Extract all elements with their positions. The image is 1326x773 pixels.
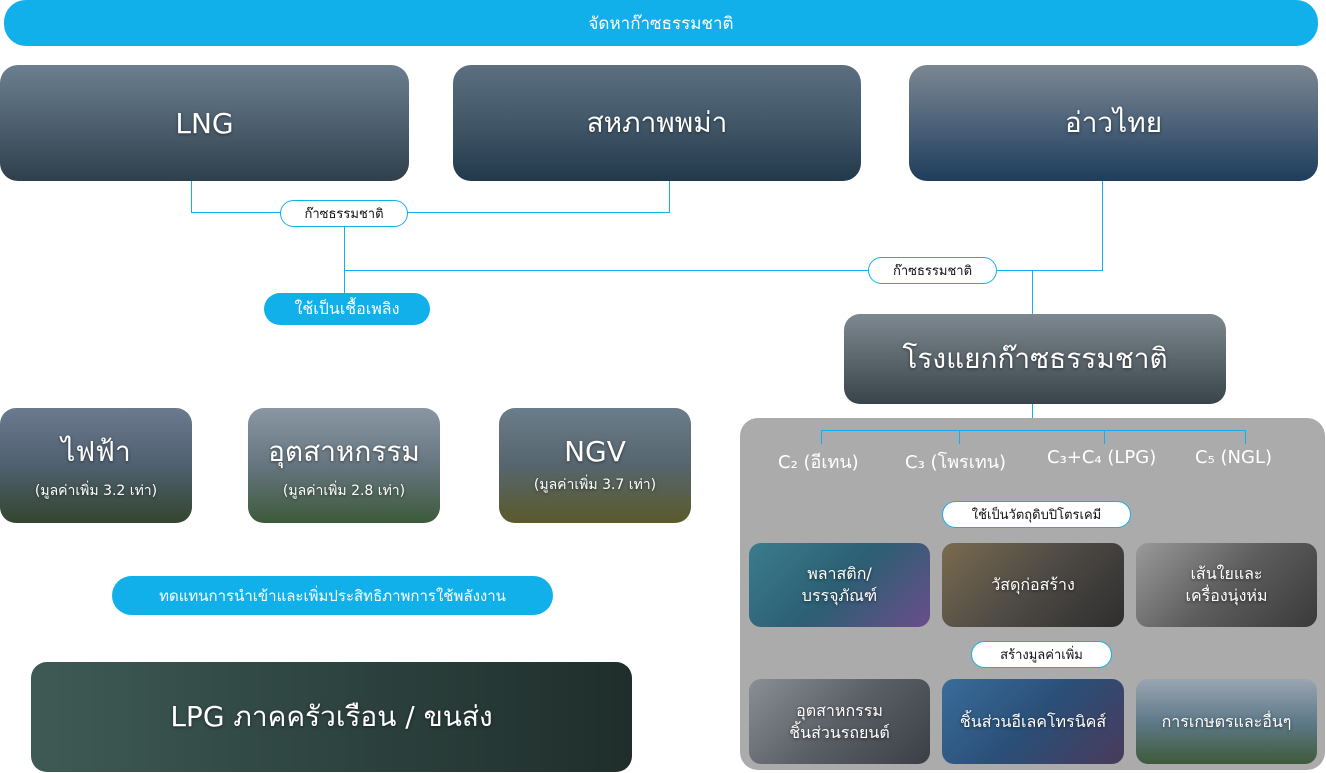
source-lng: LNG	[0, 65, 409, 181]
ngv-label: NGV	[564, 435, 626, 468]
product-auto-line1: อุตสาหกรรม	[796, 700, 883, 720]
product-electronics-line1: ชิ้นส่วนอีเลคโทรนิคส์	[959, 711, 1107, 731]
product-construction-line1: วัสดุก่อสร้าง	[991, 575, 1075, 595]
value-added-label-text: สร้างมูลค่าเพิ่ม	[1000, 648, 1083, 663]
header-title: จัดหาก๊าซธรรมชาติ	[588, 13, 734, 34]
product-auto-parts: อุตสาหกรรม ชิ้นส่วนรถยนต์	[749, 679, 930, 764]
product-textile: เส้นใยและ เครื่องนุ่งห่ม	[1136, 543, 1317, 627]
fuel-label-text: ใช้เป็นเชื้อเพลิง	[294, 298, 400, 318]
connector-line	[1032, 270, 1033, 314]
electricity-value: (มูลค่าเพิ่ม 3.2 เท่า)	[34, 482, 158, 499]
source-gulf-label: อ่าวไทย	[1064, 106, 1163, 139]
component-c2: C₂ (อีเทน)	[778, 452, 859, 473]
gas-label-1-text: ก๊าซธรรมชาติ	[304, 207, 384, 222]
gas-separation-plant: โรงแยกก๊าซธรรมชาติ	[844, 314, 1226, 404]
replace-import-text: ทดแทนการนำเข้าและเพิ่มประสิทธิภาพการใช้พ…	[159, 586, 506, 605]
plant-label: โรงแยกก๊าซธรรมชาติ	[902, 342, 1168, 375]
component-c3: C₃ (โพรเทน)	[905, 452, 1007, 473]
product-auto-line2: ชิ้นส่วนรถยนต์	[789, 722, 890, 742]
component-c3c4: C₃+C₄ (LPG)	[1047, 447, 1157, 468]
product-electronics: ชิ้นส่วนอีเลคโทรนิคส์	[942, 679, 1124, 764]
source-myanmar: สหภาพพม่า	[453, 65, 861, 181]
connector-line	[1032, 404, 1033, 430]
ngv-value: (มูลค่าเพิ่ม 3.7 เท่า)	[533, 477, 657, 493]
product-plastic: พลาสติก/ บรรจุภัณฑ์	[749, 543, 930, 627]
lpg-banner: LPG ภาคครัวเรือน / ขนส่ง	[31, 662, 632, 772]
product-textile-line2: เครื่องนุ่งห่ม	[1185, 586, 1268, 605]
product-construction: วัสดุก่อสร้าง	[942, 543, 1124, 627]
lpg-banner-text: LPG ภาคครัวเรือน / ขนส่ง	[170, 700, 493, 733]
component-connector	[1104, 430, 1105, 444]
fuel-use-industry: อุตสาหกรรม (มูลค่าเพิ่ม 2.8 เท่า)	[248, 408, 440, 523]
electricity-label: ไฟฟ้า	[61, 434, 131, 468]
source-gulf-of-thailand: อ่าวไทย	[909, 65, 1318, 181]
connector-line	[1102, 181, 1103, 271]
connector-line	[344, 213, 345, 295]
component-connector	[1245, 430, 1246, 444]
product-plastic-line2: บรรจุภัณฑ์	[801, 586, 878, 605]
component-connector	[821, 430, 1246, 431]
header-banner: จัดหาก๊าซธรรมชาติ	[4, 0, 1318, 46]
replace-import-banner: ทดแทนการนำเข้าและเพิ่มประสิทธิภาพการใช้พ…	[112, 576, 553, 615]
gas-label-2-text: ก๊าซธรรมชาติ	[892, 264, 973, 279]
source-lng-label: LNG	[175, 106, 234, 140]
product-agri-line1: การเกษตรและอื่นๆ	[1161, 711, 1292, 731]
component-connector	[959, 430, 960, 444]
connector-line	[191, 212, 670, 213]
source-myanmar-label: สหภาพพม่า	[586, 106, 728, 139]
gas-label-2: ก๊าซธรรมชาติ	[868, 257, 997, 284]
component-connector	[821, 430, 822, 444]
petrochem-label-text: ใช้เป็นวัตถุดิบปิโตรเคมี	[971, 508, 1102, 523]
product-agriculture: การเกษตรและอื่นๆ	[1136, 679, 1317, 764]
component-c5: C₅ (NGL)	[1195, 447, 1272, 468]
industry-value: (มูลค่าเพิ่ม 2.8 เท่า)	[282, 482, 406, 499]
connector-line	[669, 181, 670, 213]
connector-line	[191, 181, 192, 213]
fuel-label: ใช้เป็นเชื้อเพลิง	[264, 293, 430, 325]
product-textile-line1: เส้นใยและ	[1190, 564, 1263, 584]
fuel-use-electricity: ไฟฟ้า (มูลค่าเพิ่ม 3.2 เท่า)	[0, 408, 192, 523]
fuel-use-ngv: NGV (มูลค่าเพิ่ม 3.7 เท่า)	[499, 408, 691, 523]
gas-label-1: ก๊าซธรรมชาติ	[280, 200, 408, 227]
value-added-label: สร้างมูลค่าเพิ่ม	[971, 641, 1112, 668]
product-plastic-line1: พลาสติก/	[807, 564, 872, 584]
connector-line	[344, 270, 1103, 271]
industry-label: อุตสาหกรรม	[268, 434, 420, 468]
products-panel: C₂ (อีเทน) C₃ (โพรเทน) C₃+C₄ (LPG) C₅ (N…	[740, 418, 1325, 770]
petrochem-label: ใช้เป็นวัตถุดิบปิโตรเคมี	[942, 501, 1131, 528]
